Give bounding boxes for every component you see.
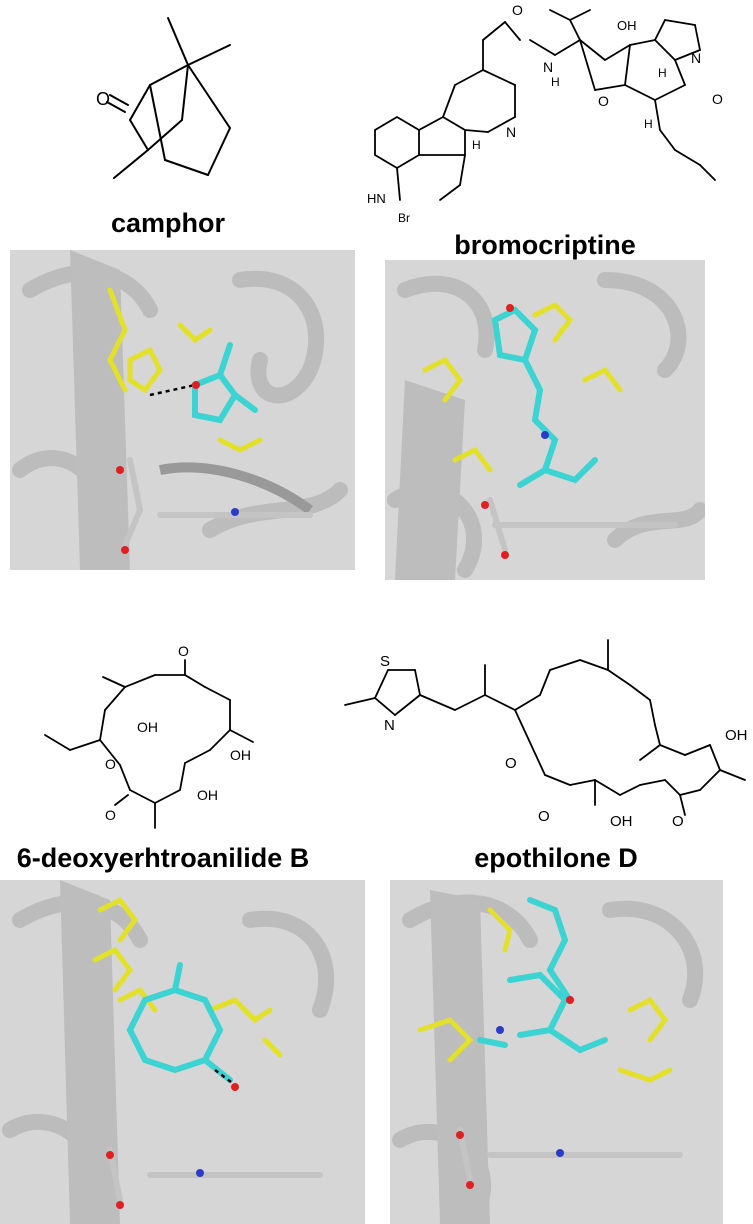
binding-pocket-epothilone-d <box>390 880 723 1224</box>
deoxy-label-o-carb: O <box>105 807 116 823</box>
deoxy-label-o-top: O <box>178 643 189 659</box>
epothilone-label-oh-right: OH <box>725 727 748 744</box>
bromocriptine-label-o1: O <box>512 2 523 18</box>
molecule-name-6-deoxyerhtroanilide-b: 6-deoxyerhtroanilide B <box>16 843 310 873</box>
deoxy-label-oh3: OH <box>197 787 218 803</box>
epothilone-label-oh-bottom: OH <box>610 813 633 830</box>
molecule-name-bromocriptine: bromocriptine <box>454 230 636 260</box>
molecule-name-epothilone-d: epothilone D <box>474 843 638 873</box>
molecule-name-camphor: camphor <box>110 208 226 238</box>
bromocriptine-label-h1: H <box>658 66 667 80</box>
binding-pocket-camphor <box>10 250 355 570</box>
epothilone-label-s: S <box>380 653 390 670</box>
bromocriptine-label-h3: H <box>644 117 653 131</box>
bromocriptine-label-n-methyl: N <box>506 124 516 140</box>
bromocriptine-label-o3: O <box>712 91 723 107</box>
bromocriptine-label-hn: HN <box>367 191 386 206</box>
bromocriptine-label-h-amide: H <box>551 75 560 89</box>
bromocriptine-label-oh: OH <box>617 18 637 33</box>
camphor-structure: O <box>96 17 231 179</box>
epothilone-label-o-ring: O <box>505 755 517 772</box>
binding-pocket-6-deoxyerhtroanilide-b <box>0 880 365 1224</box>
bromocriptine-label-h2: H <box>472 138 481 152</box>
deoxy-label-o-ring: O <box>105 756 116 772</box>
epothilone-structure: S N OH O O OH O <box>344 639 748 830</box>
camphor-oxygen-label: O <box>96 89 110 109</box>
bromocriptine-label-br: Br <box>398 211 410 225</box>
deoxy-label-oh1: OH <box>137 719 158 735</box>
bromocriptine-structure: O N H OH N H O O N H H HN Br <box>367 2 723 225</box>
binding-pocket-bromocriptine <box>385 260 705 580</box>
epothilone-label-o1: O <box>538 808 550 825</box>
bromocriptine-label-n-ring: N <box>691 50 701 66</box>
bromocriptine-label-n-amide: N <box>543 59 553 75</box>
epothilone-label-o2: O <box>672 813 684 830</box>
deoxyerythronolide-structure: O OH OH OH O O <box>44 643 254 829</box>
deoxy-label-oh2: OH <box>230 747 251 763</box>
bromocriptine-label-o2: O <box>598 93 609 109</box>
epothilone-label-n: N <box>384 717 395 734</box>
